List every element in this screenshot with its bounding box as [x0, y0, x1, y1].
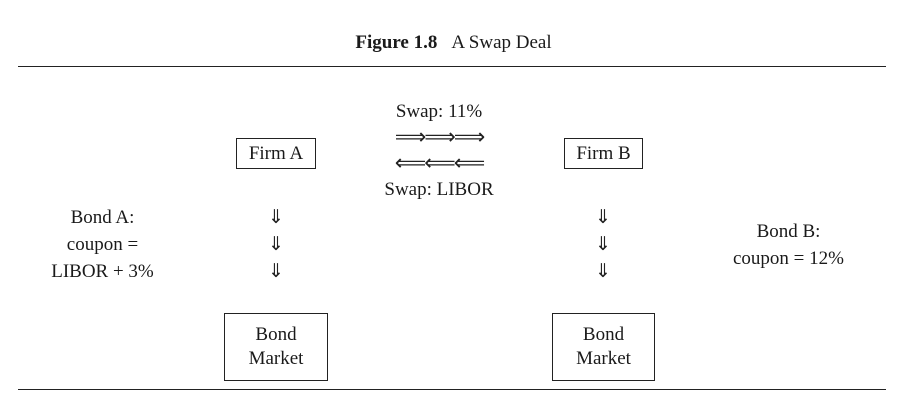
down-arrow-icon: ⇓ — [268, 233, 284, 255]
bond-market-right-line1: Bond — [582, 324, 625, 345]
bond-a-title: Bond A: — [70, 207, 135, 228]
down-arrow-icon: ⇓ — [595, 206, 611, 228]
swap-fixed-label: Swap: 11% — [395, 101, 483, 122]
left-down-arrows: ⇓ ⇓ ⇓ — [264, 204, 288, 285]
bottom-rule — [18, 389, 886, 390]
down-arrow-icon: ⇓ — [595, 260, 611, 282]
left-arrows-icon: ⟸⟸⟸ — [394, 151, 486, 176]
bond-b-title: Bond B: — [756, 221, 821, 242]
firm-a-label: Firm A — [248, 142, 304, 164]
firm-b-label: Firm B — [576, 142, 631, 164]
bond-market-right-box: Bond Market — [552, 313, 655, 381]
right-down-arrows: ⇓ ⇓ ⇓ — [591, 204, 615, 285]
bond-a-label: Bond A: coupon = LIBOR + 3% — [20, 204, 185, 285]
swap-floating-label: Swap: LIBOR — [384, 179, 494, 200]
firm-b-box: Firm B — [564, 138, 643, 169]
down-arrow-icon: ⇓ — [268, 206, 284, 228]
bond-market-left-line1: Bond — [255, 324, 297, 345]
firm-a-box: Firm A — [236, 138, 316, 169]
bond-market-left-box: Bond Market — [224, 313, 328, 381]
figure-caption: Figure 1.8 A Swap Deal — [0, 32, 907, 54]
bond-market-right-line2: Market — [576, 348, 631, 369]
top-rule — [18, 66, 886, 67]
figure-number: Figure 1.8 — [355, 32, 438, 53]
bond-a-coupon: coupon = — [66, 234, 139, 255]
bond-market-left-line2: Market — [248, 348, 304, 369]
bond-b-coupon: coupon = 12% — [733, 248, 844, 269]
bond-a-rate: LIBOR + 3% — [51, 261, 154, 282]
bond-b-label: Bond B: coupon = 12% — [706, 218, 871, 272]
down-arrow-icon: ⇓ — [268, 260, 284, 282]
right-arrows-icon: ⟹⟹⟹ — [394, 125, 486, 150]
down-arrow-icon: ⇓ — [595, 233, 611, 255]
figure-title: A Swap Deal — [451, 32, 552, 53]
